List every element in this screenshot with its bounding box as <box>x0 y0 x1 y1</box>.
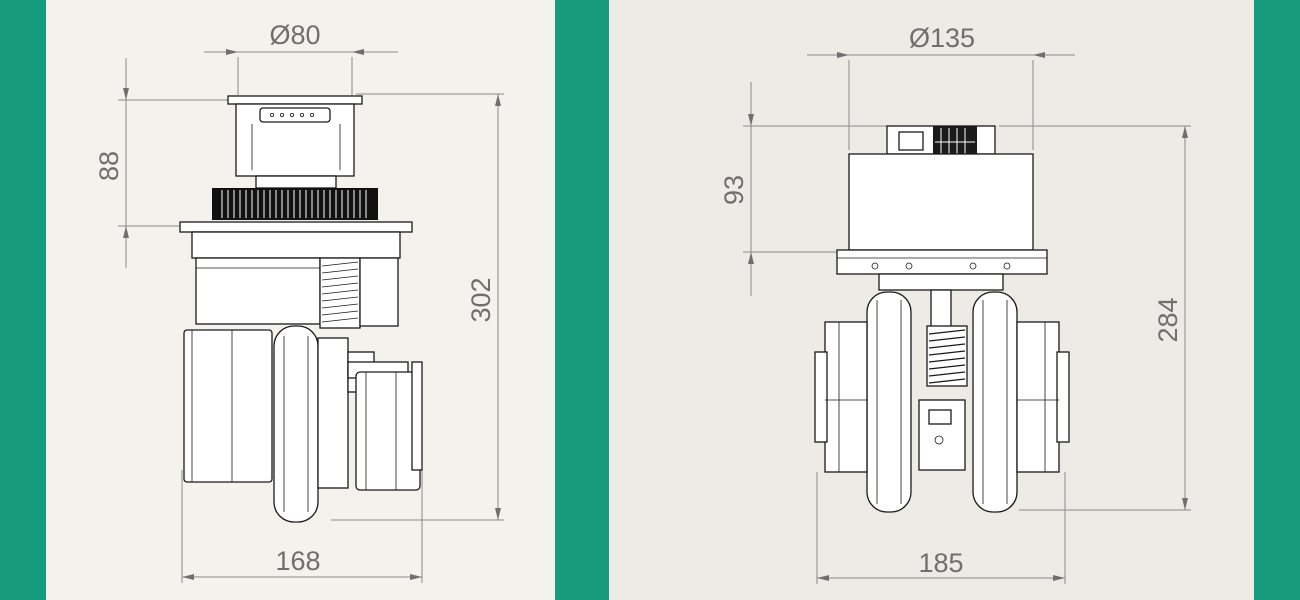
dim-height-top <box>743 82 887 296</box>
dim-width-label: 185 <box>918 548 963 578</box>
dim-diameter-top <box>807 52 1075 150</box>
dim-diameter-top <box>204 49 398 95</box>
dim-width-label: 168 <box>275 546 320 576</box>
dim-width <box>816 472 1066 584</box>
side-view-drawing: Ø80 88 302 168 <box>94 20 504 583</box>
dim-height-total <box>999 125 1191 511</box>
front-view-drawing: Ø135 93 284 185 <box>719 23 1191 584</box>
dim-diameter-label: Ø135 <box>909 23 975 53</box>
side-view-panel: Ø80 88 302 168 <box>46 0 555 600</box>
side-view-body <box>179 95 423 523</box>
dim-height-top-label: 93 <box>719 175 749 205</box>
dim-height-total-label: 302 <box>466 277 496 322</box>
front-view-panel: Ø135 93 284 185 <box>609 0 1254 600</box>
dim-height-total <box>331 93 504 521</box>
dim-diameter-label: Ø80 <box>269 20 320 50</box>
dim-height-total-label: 284 <box>1153 297 1183 342</box>
dim-height-top <box>118 58 236 268</box>
front-view-body <box>814 125 1070 513</box>
dim-height-top-label: 88 <box>94 151 124 181</box>
dim-width <box>181 470 423 583</box>
